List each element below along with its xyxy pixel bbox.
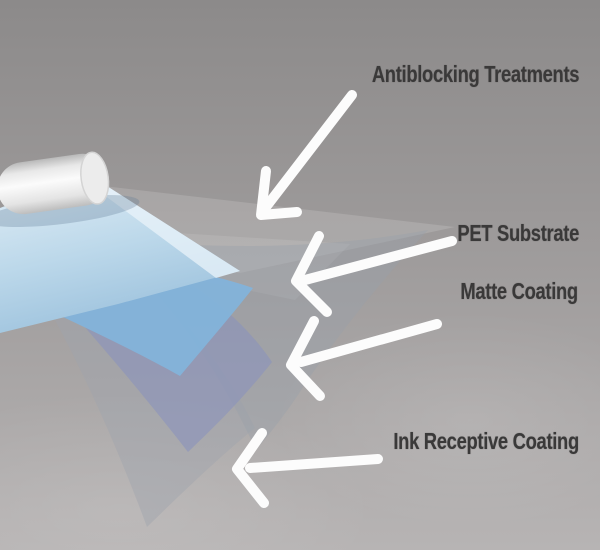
label-pet-substrate: PET Substrate: [457, 220, 579, 246]
arrow-matte-shaft: [296, 319, 442, 367]
film-roll: [0, 151, 110, 215]
arrow-pet-shaft: [300, 236, 457, 285]
layer-top-sheet: [0, 174, 240, 333]
arrow-pet-icon: [291, 231, 457, 317]
arrow-matte-icon: [286, 316, 442, 401]
top-sheet-edge-highlight: [88, 174, 240, 278]
film-roll-endcap: [80, 152, 109, 204]
label-matte-coating: Matte Coating: [460, 278, 579, 304]
arrow-matte-head: [286, 316, 325, 401]
callout-arrows: [232, 90, 457, 508]
arrow-antiblocking-head: [256, 166, 302, 220]
label-ink-receptive-coating: Ink Receptive Coating: [393, 428, 579, 454]
arrow-ink-shaft: [245, 454, 383, 473]
arrow-antiblocking-shaft: [261, 90, 357, 212]
film-roll-endcap-rim: [80, 151, 110, 205]
arrow-ink-head: [232, 428, 269, 508]
label-antiblocking-treatments: Antiblocking Treatments: [371, 61, 580, 87]
arrow-pet-head: [291, 231, 332, 317]
background-light-patch-bottom: [0, 390, 380, 550]
arrow-ink-icon: [232, 428, 383, 508]
arrow-antiblocking-icon: [256, 90, 357, 220]
